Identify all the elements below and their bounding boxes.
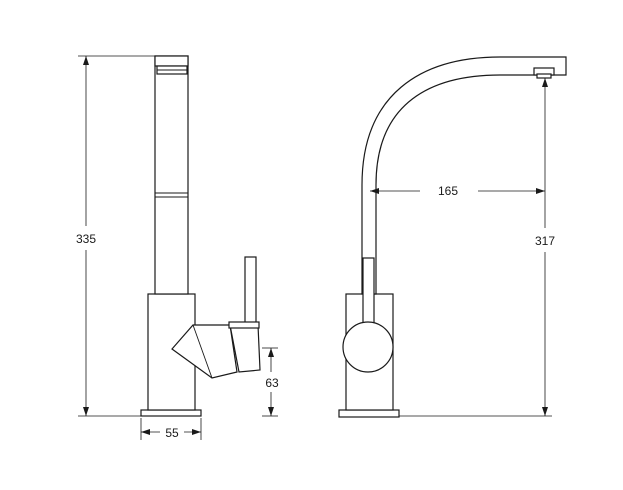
front-column [154, 55, 189, 295]
side-view [338, 56, 567, 418]
dim-spout-reach: 165 [370, 184, 545, 198]
front-lever-housing [171, 324, 238, 379]
dim-label-base-width: 55 [165, 426, 179, 440]
front-spout-head [154, 55, 189, 67]
side-lever-stem [362, 257, 375, 329]
front-lever-handle [244, 256, 257, 326]
side-lever-knob [342, 321, 394, 373]
dim-total-height: 335 [76, 55, 155, 417]
dim-label-lever-height: 63 [265, 376, 279, 390]
front-base-plate [140, 409, 202, 417]
dim-label-total-height: 335 [76, 232, 96, 246]
dim-lever-height: 63 [262, 347, 279, 417]
side-gooseneck-spout [361, 56, 567, 295]
side-base-plate [338, 409, 400, 418]
dim-spout-height: 317 [399, 78, 555, 417]
front-view [140, 55, 261, 417]
dim-label-spout-reach: 165 [438, 184, 458, 198]
dim-base-width: 55 [140, 418, 202, 440]
dim-label-spout-height: 317 [535, 234, 555, 248]
